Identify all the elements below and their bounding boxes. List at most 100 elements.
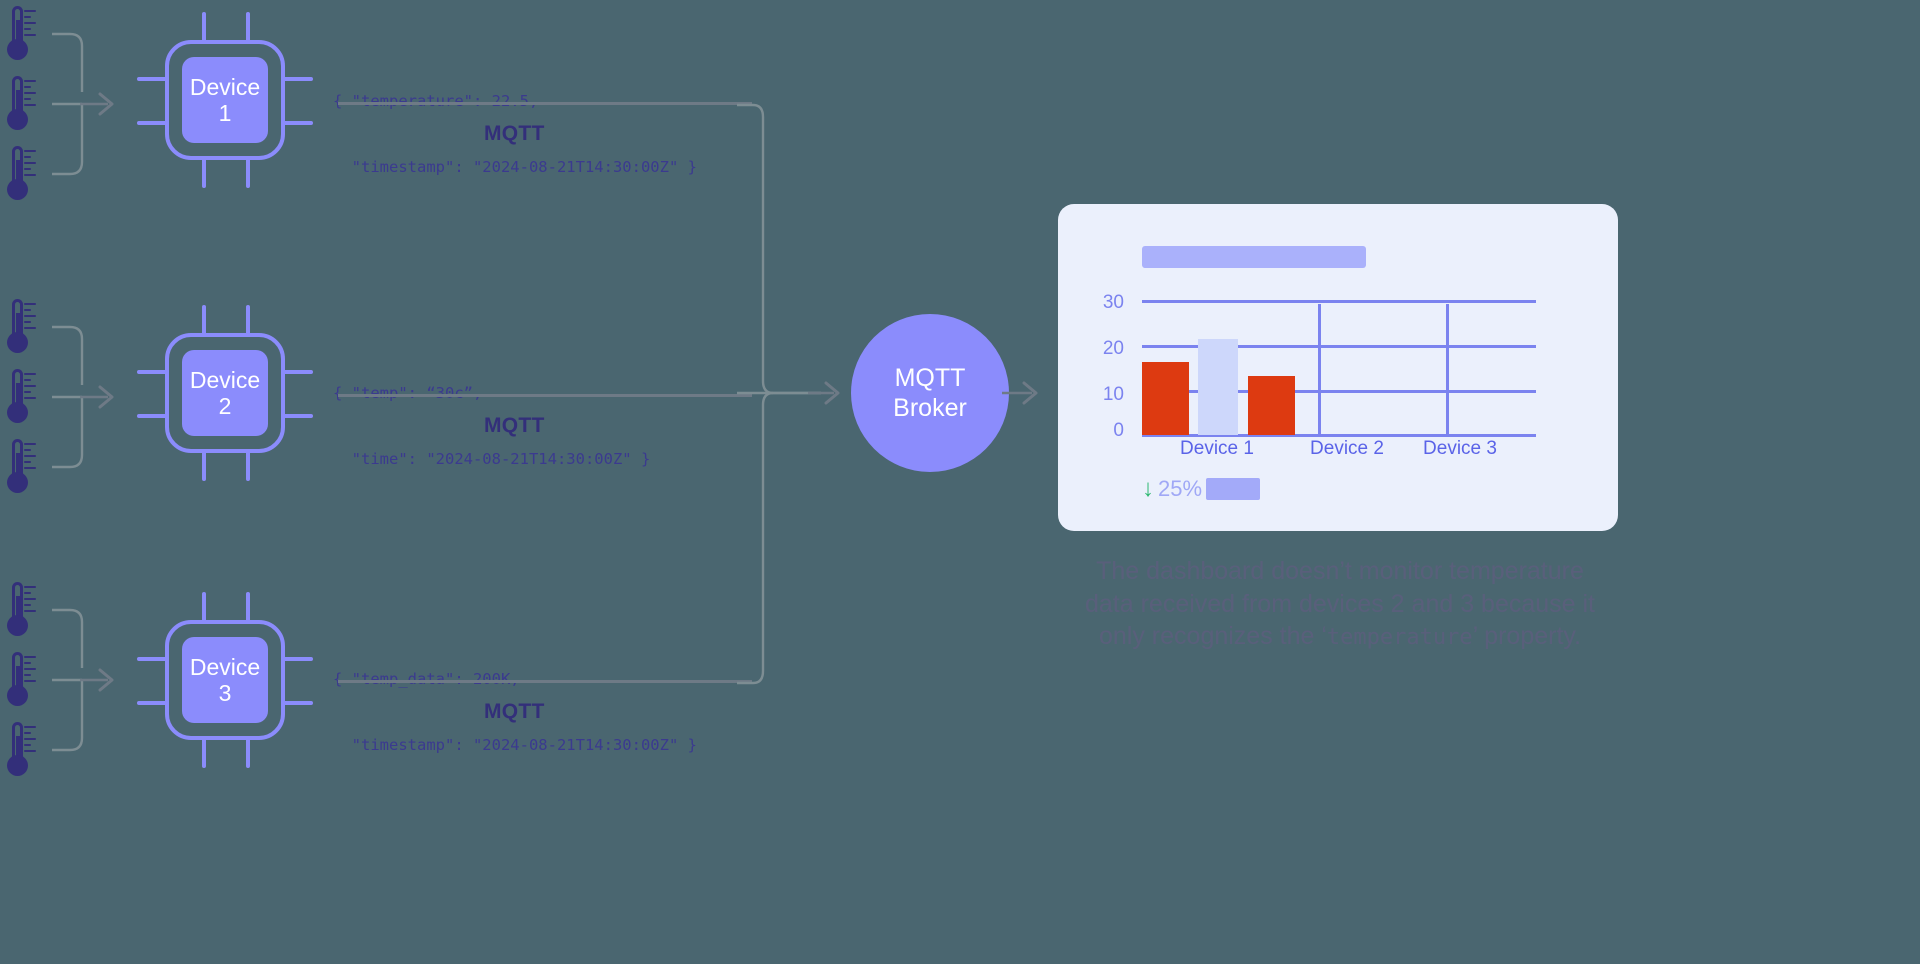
thermometer-bulb (7, 402, 28, 423)
caption-line-3-post: ’ property. (1472, 622, 1581, 650)
device-label-line2: 1 (218, 100, 232, 126)
device-label-line2: 3 (218, 680, 232, 706)
chip-pin (246, 451, 250, 481)
thermometer-fill (15, 736, 20, 762)
category-divider (1318, 304, 1321, 435)
chip-pin (283, 701, 313, 705)
thermometer-ticks (24, 726, 36, 758)
chip-pin (137, 121, 167, 125)
dashboard-title-placeholder (1142, 246, 1366, 268)
delta-bar-placeholder (1206, 478, 1261, 500)
device-1-chip[interactable]: Device 1 (137, 12, 313, 188)
broker-label-line2: Broker (893, 394, 967, 422)
chip-pin (202, 12, 206, 42)
thermometer-fill (15, 313, 20, 339)
chip-pin (202, 158, 206, 188)
mqtt-protocol-label-device-3: MQTT (484, 700, 545, 723)
thermometer-stem (12, 146, 23, 186)
thermometer-stem (12, 722, 23, 762)
chip-pin (283, 370, 313, 374)
arrow-broker-to-dashboard (1002, 381, 1038, 405)
thermometer-icon (4, 582, 36, 642)
thermometer-icon (4, 369, 36, 429)
thermometer-ticks (24, 373, 36, 405)
payload-line-2: "timestamp": "2024-08-21T14:30:00Z" } (333, 158, 697, 176)
device-3-chip[interactable]: Device 3 (137, 592, 313, 768)
thermometer-ticks (24, 10, 36, 42)
arrow-into-device-1 (80, 92, 114, 116)
thermometer-stem (12, 299, 23, 339)
gridline-30 (1142, 300, 1536, 303)
thermometer-bulb (7, 755, 28, 776)
delta-percent-value: 25% (1158, 476, 1203, 501)
chip-pin (137, 370, 167, 374)
chip-pin (246, 158, 250, 188)
chip-pin (202, 592, 206, 622)
thermometer-fill (15, 383, 20, 409)
dashboard-card[interactable]: 30 20 10 0 Device 1 Device 2 Device 3 ↓ … (1058, 204, 1618, 531)
payload-line-2: "timestamp": "2024-08-21T14:30:00Z" } (333, 736, 697, 754)
thermometer-bulb (7, 179, 28, 200)
thermometer-icon (4, 722, 36, 782)
mqtt-protocol-label-device-1: MQTT (484, 122, 545, 145)
thermometer-ticks (24, 656, 36, 688)
thermometer-ticks (24, 80, 36, 112)
thermometer-ticks (24, 303, 36, 335)
caption-line-3-pre: only recognizes the ‘ (1099, 622, 1327, 650)
chip-pin (283, 657, 313, 661)
y-tick-label: 20 (1102, 338, 1124, 359)
thermometer-stem (12, 76, 23, 116)
arrow-down-icon: ↓ (1142, 475, 1154, 502)
bar-device-1-reference (1198, 339, 1238, 435)
thermometer-stem (12, 582, 23, 622)
thermometer-icon (4, 76, 36, 136)
chip-pin (137, 701, 167, 705)
thermometer-stem (12, 369, 23, 409)
thermometer-ticks (24, 150, 36, 182)
dashboard-caption: The dashboard doesn’t monitor temperatur… (1040, 555, 1640, 653)
chip-pin (137, 657, 167, 661)
chip-pin (246, 592, 250, 622)
sensor-collector-lines-device-2 (52, 325, 84, 469)
chip-pin (246, 738, 250, 768)
thermometer-bulb (7, 472, 28, 493)
sensor-collector-lines-device-3 (52, 608, 84, 752)
thermometer-stem (12, 439, 23, 479)
x-category-label: Device 1 (1180, 438, 1254, 459)
device-1-payload: { "temperature": 22.5, "timestamp": "202… (333, 46, 697, 222)
thermometer-fill (15, 596, 20, 622)
chip-pin (246, 12, 250, 42)
device-3-payload: { "temp_data": 200K, "timestamp": "2024-… (333, 624, 697, 800)
mqtt-broker-node[interactable]: MQTT Broker (851, 314, 1009, 472)
chip-pin (202, 305, 206, 335)
device-2-payload: { "temp": “30c”, "time": "2024-08-21T14:… (333, 338, 650, 514)
broker-label-line1: MQTT (894, 364, 966, 392)
chip-outline (165, 40, 285, 160)
gridline-20 (1142, 345, 1536, 348)
device-2-label: Device 2 (182, 350, 268, 436)
thermometer-bulb (7, 685, 28, 706)
bar-device-1-reported (1142, 362, 1189, 435)
device-label-line1: Device (189, 654, 261, 681)
mqtt-link-line-device-2 (338, 394, 752, 397)
caption-property-name: temperature (1326, 625, 1473, 650)
thermometer-fill (15, 20, 20, 46)
thermometer-ticks (24, 586, 36, 618)
payload-line-1: { "temperature": 22.5, (333, 92, 539, 110)
thermometer-stem (12, 652, 23, 692)
thermometer-bulb (7, 615, 28, 636)
category-divider (1446, 304, 1449, 435)
thermometer-fill (15, 666, 20, 692)
x-category-label: Device 2 (1310, 438, 1384, 459)
device-label-line2: 2 (218, 393, 232, 419)
chip-pin (137, 414, 167, 418)
mqtt-link-line-device-3 (338, 680, 752, 683)
axis-baseline (1142, 434, 1536, 437)
device-2-chip[interactable]: Device 2 (137, 305, 313, 481)
payload-line-1: { "temp_data": 200K, (333, 670, 520, 688)
thermometer-icon (4, 299, 36, 359)
chip-pin (283, 121, 313, 125)
thermometer-icon (4, 146, 36, 206)
x-category-label: Device 3 (1423, 438, 1497, 459)
